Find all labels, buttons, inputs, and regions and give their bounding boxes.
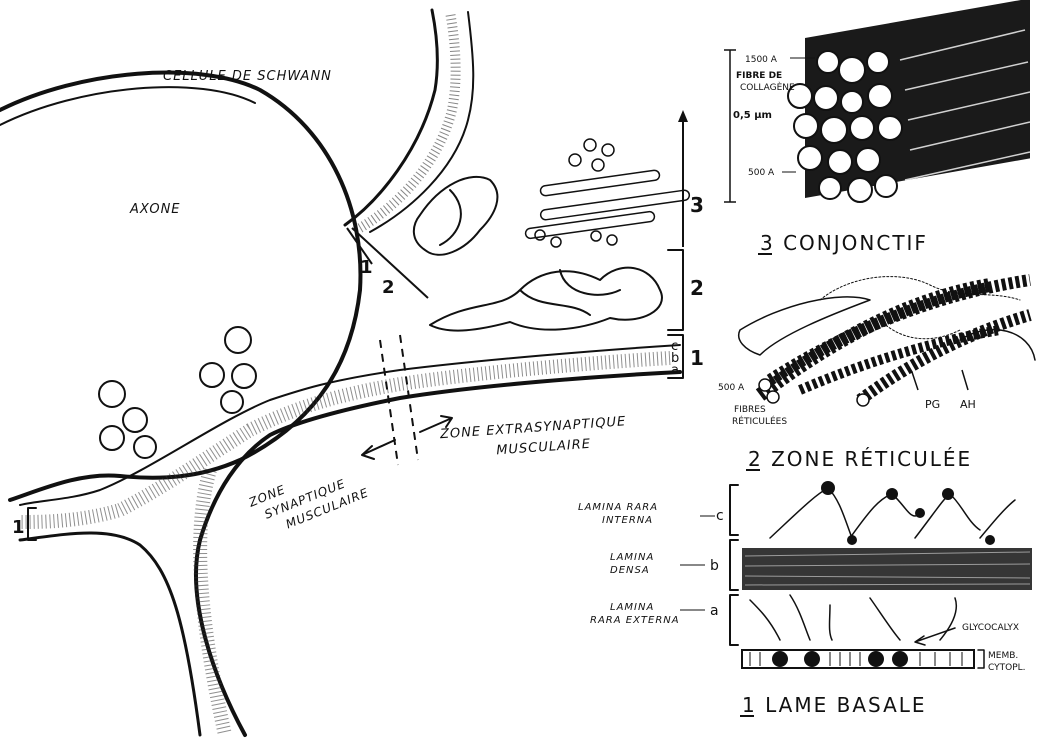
label-fibres: FIBRES xyxy=(734,405,766,415)
left-bracket xyxy=(28,508,36,540)
axon-label: AXONE xyxy=(129,202,181,217)
bracket-c xyxy=(730,485,738,535)
label-memb: MEMB. xyxy=(988,651,1018,661)
svg-text:MUSCULAIRE: MUSCULAIRE xyxy=(496,437,592,459)
pg-pointer xyxy=(912,372,918,390)
label-cytopl: CYTOPL. xyxy=(988,663,1026,673)
label-fibre-de: FIBRE DE xyxy=(736,71,782,81)
label-diameter: 0,5 µm xyxy=(733,110,772,121)
layer-marker-3: 3 xyxy=(690,193,704,217)
label-rara-externa-1: LAMINA xyxy=(610,602,654,613)
label-1500a: 1500 A xyxy=(745,55,778,65)
glycocalyx-pointer xyxy=(915,628,955,645)
label-500a-collagen: 500 A xyxy=(748,168,775,178)
ah-pointer xyxy=(962,370,968,390)
diag-marker-1: 1 xyxy=(360,257,373,278)
schwann-cell-label: CELLULE DE SCHWANN xyxy=(163,69,332,84)
memb-bracket xyxy=(978,650,984,668)
label-letter-b: b xyxy=(710,558,719,574)
label-densa-1: LAMINA xyxy=(610,552,654,563)
label-ah: AH xyxy=(960,398,976,411)
reticular-fibres xyxy=(759,280,1030,406)
collagen-fibres-small xyxy=(525,139,690,247)
label-500a-reticular: 500 A xyxy=(718,383,745,393)
axon-membrane xyxy=(0,73,360,500)
label-densa-2: DENSA xyxy=(610,565,650,576)
lamina-band-lower xyxy=(20,533,200,735)
panel-conjonctif: 1500 A FIBRE DE COLLAGÈNE 0,5 µm 500 A 3… xyxy=(724,0,1030,255)
label-rara-externa-2: RARA EXTERNA xyxy=(590,615,680,626)
title-lame-basale: 1 LAME BASALE xyxy=(742,693,927,717)
bracket-b xyxy=(730,540,738,590)
label-letter-c: c xyxy=(716,508,724,524)
extrasynaptic-label: ZONE EXTRASYNAPTIQUE MUSCULAIRE xyxy=(439,414,629,462)
panel-reticulee: 500 A FIBRES RÉTICULÉES PG AH 2 ZONE RÉT… xyxy=(718,277,1035,471)
label-letter-a: a xyxy=(710,603,719,619)
layer-marker-2: 2 xyxy=(690,276,704,300)
reticular-tangle xyxy=(430,268,662,331)
schwann-band-stipple xyxy=(360,12,456,228)
anchoring-filaments xyxy=(750,595,956,640)
layer-letter-a: a xyxy=(671,363,679,378)
layer-scale xyxy=(668,110,688,378)
label-reticulees: RÉTICULÉES xyxy=(732,415,787,427)
label-pg: PG xyxy=(925,398,940,411)
title-reticulee: 2 ZONE RÉTICULÉE xyxy=(748,447,972,471)
diag-marker-2: 2 xyxy=(382,277,395,298)
svg-text:ZONE EXTRASYNAPTIQUE: ZONE EXTRASYNAPTIQUE xyxy=(439,414,627,442)
layer-marker-1: 1 xyxy=(690,346,704,370)
laminin-loops xyxy=(770,481,1015,545)
main-schematic: CELLULE DE SCHWANN AXONE 1 1 2 3 2 1 c b… xyxy=(0,10,704,735)
left-marker: 1 xyxy=(12,517,25,538)
label-glycocalyx: GLYCOCALYX xyxy=(962,623,1019,633)
title-conjonctif: 3 CONJONCTIF xyxy=(760,231,928,255)
arrow-synaptic xyxy=(362,440,395,459)
synaptic-label: ZONE SYNAPTIQUE MUSCULAIRE xyxy=(246,454,371,542)
label-collagene-2: COLLAGÈNE xyxy=(740,81,795,93)
bracket-a xyxy=(730,595,738,645)
label-rara-interna-2: INTERNA xyxy=(602,515,653,526)
label-rara-interna-1: LAMINA RARA xyxy=(578,502,658,513)
panel-lame-basale: LAMINA RARA INTERNA c LAMINA DENSA b LAM… xyxy=(578,481,1032,717)
